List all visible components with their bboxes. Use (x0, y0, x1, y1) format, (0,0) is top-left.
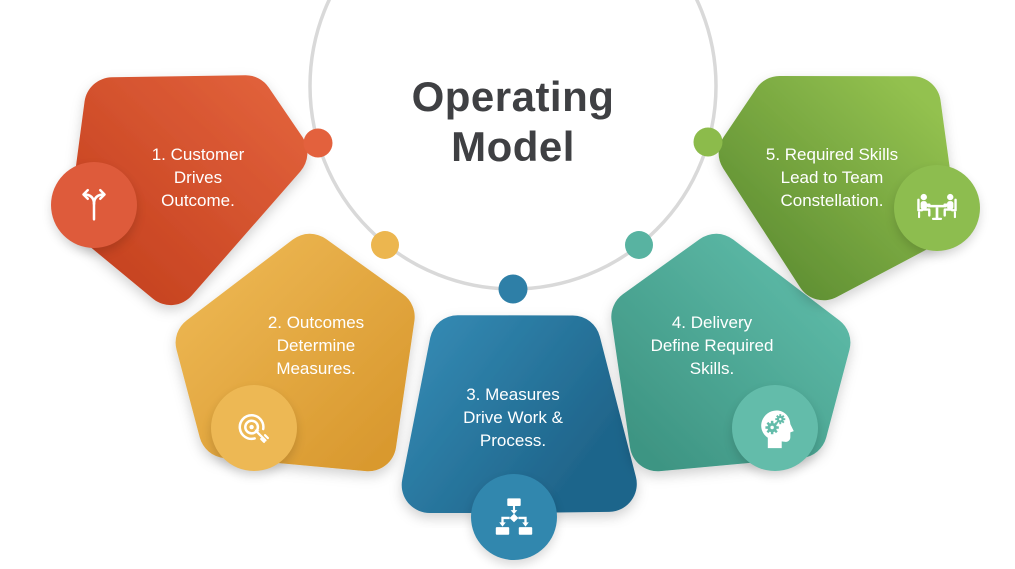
page-title-line2: Model (451, 123, 575, 170)
arc-dot-1 (303, 128, 333, 158)
petal-4-icon-badge (732, 385, 818, 471)
branch-arrows-icon (82, 188, 106, 221)
meeting-icon (917, 193, 957, 220)
head-gears-icon (761, 410, 794, 449)
person-right (943, 193, 957, 219)
target-arrow-icon (238, 414, 269, 443)
petal-2-label: 2. Outcomes Determine Measures. (267, 313, 365, 378)
petal-5-label: 5. Required Skills Lead to Team Constell… (765, 145, 899, 210)
page-title-line1: Operating (411, 73, 615, 120)
petal-3-label: 3. Measures Drive Work & Process. (463, 385, 563, 450)
arc-dot-5 (693, 127, 723, 157)
petal-1-icon-badge (51, 162, 137, 248)
petal-4-label: 4. Delivery Define Required Skills. (650, 313, 774, 378)
person-left (917, 193, 931, 219)
petal-3-icon-badge (471, 474, 557, 560)
arc-dot-4 (625, 231, 653, 259)
petal-5-icon-badge (894, 165, 980, 251)
petal-1-label: 1. Customer Drives Outcome. (151, 145, 245, 210)
arc-dot-3 (498, 274, 528, 304)
petal-3-shape (401, 315, 637, 513)
page-title: Operating Model (348, 72, 678, 172)
arc-dot-2 (371, 231, 399, 259)
flowchart-icon (495, 498, 533, 535)
petal-2-icon-badge (211, 385, 297, 471)
